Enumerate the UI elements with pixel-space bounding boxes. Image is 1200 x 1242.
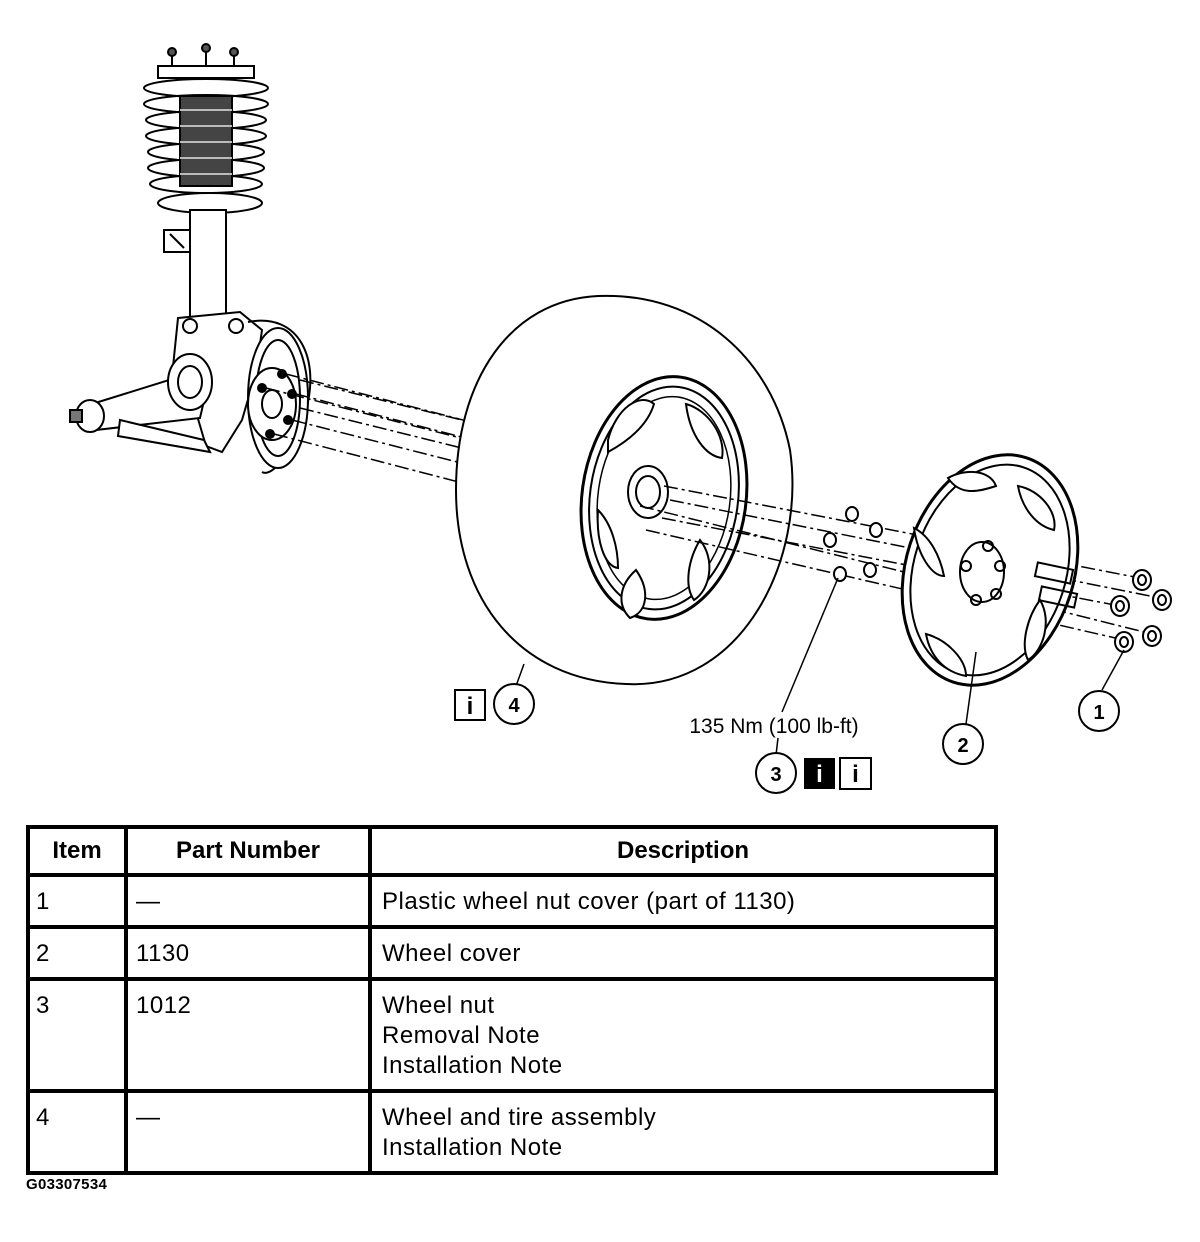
header-description: Description [368,825,998,877]
table-row: 2 1130 Wheel cover [26,925,998,981]
removal-info-icon[interactable] [804,758,835,789]
strut-and-knuckle-illustration [69,43,312,474]
cell-description: Plastic wheel nut cover (part of 1130) [368,873,998,929]
installation-info-icon[interactable] [839,757,872,790]
table-row: 1 — Plastic wheel nut cover (part of 113… [26,873,998,929]
callout-item-2: 2 [942,723,984,765]
wheel-assembly-diagram: i 4 135 Nm (100 lb-ft) 3 i i 2 1 [69,43,1172,794]
installation-note-link[interactable]: Installation Note [382,1134,563,1161]
callout-number: 3 [770,764,781,786]
callout-item-1: 1 [1078,690,1120,732]
info-icon[interactable] [454,689,486,721]
installation-info-icon-glyph: i [852,761,859,788]
cell-description: Wheel and tire assembly Installation Not… [368,1089,998,1175]
wheel-cover-illustration [900,453,1080,687]
callout-number: 1 [1093,702,1104,724]
description-line: Wheel cover [382,940,521,967]
description-line: Wheel nut [382,992,495,1019]
removal-info-icon-glyph: i [816,761,823,788]
wheel-nuts-illustration [823,506,883,582]
table-row: 4 — Wheel and tire assembly Installation… [26,1089,998,1175]
removal-note-link[interactable]: Removal Note [382,1022,541,1049]
parts-table: Item Part Number Description 1 — Plastic… [26,825,998,1175]
table-header-row: Item Part Number Description [26,825,998,877]
cell-item: 3 [26,977,128,1093]
cell-description: Wheel nut Removal Note Installation Note [368,977,998,1093]
cell-item: 1 [26,873,128,929]
cell-part-number: — [124,873,372,929]
callout-item-3: 3 i i [755,752,872,794]
cell-item: 2 [26,925,128,981]
header-item: Item [26,825,128,877]
header-part-number: Part Number [124,825,372,877]
torque-spec-label: 135 Nm (100 lb-ft) [689,715,858,738]
callout-number: 4 [508,695,520,717]
wheel-and-tire-illustration [454,294,794,686]
cell-item: 4 [26,1089,128,1175]
installation-note-link[interactable]: Installation Note [382,1052,563,1079]
info-icon-glyph: i [467,693,474,720]
cell-description: Wheel cover [368,925,998,981]
callout-number: 2 [957,735,968,757]
figure-id: G03307534 [26,1176,108,1193]
cell-part-number: 1012 [124,977,372,1093]
plastic-nut-covers-illustration [1110,569,1172,653]
description-line: Wheel and tire assembly [382,1104,657,1131]
cell-part-number: — [124,1089,372,1175]
cell-part-number: 1130 [124,925,372,981]
description-line: Plastic wheel nut cover (part of 1130) [382,888,796,915]
table-row: 3 1012 Wheel nut Removal Note Installati… [26,977,998,1093]
callout-item-4: i 4 [454,683,535,725]
